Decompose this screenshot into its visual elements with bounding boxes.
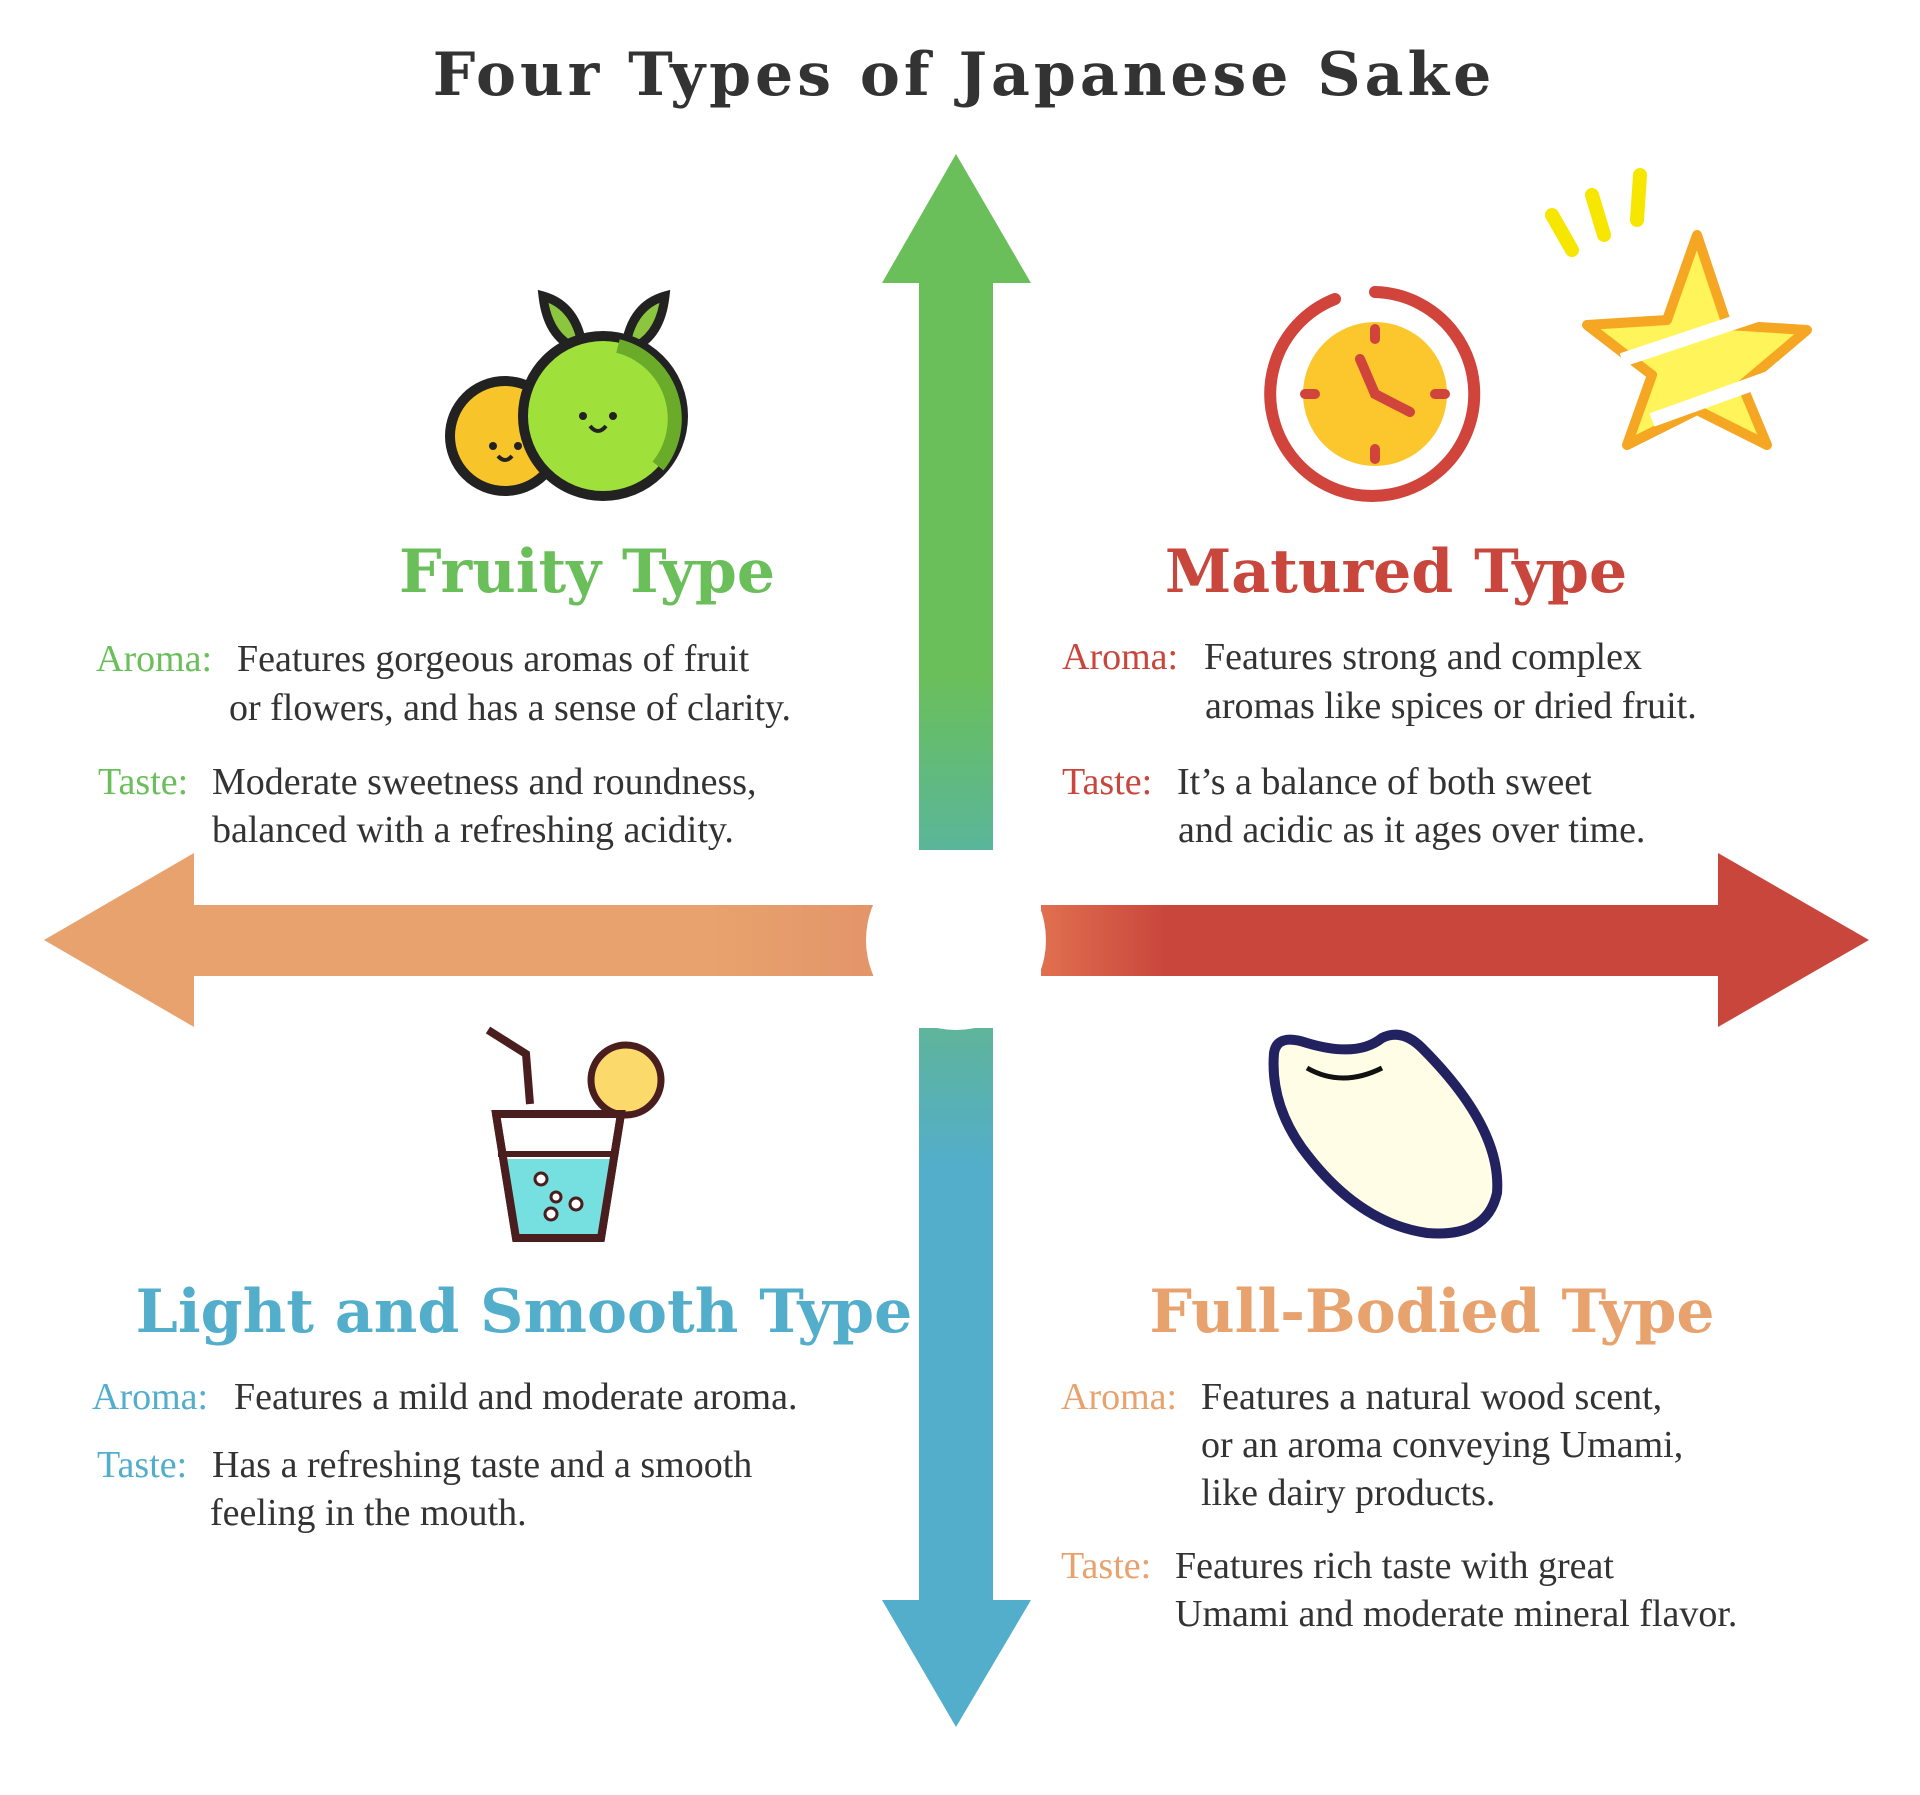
light-heading: Light and Smooth Type <box>135 1277 913 1347</box>
light-taste-label: Taste: <box>97 1444 188 1486</box>
full-heading: Full-Bodied Type <box>1149 1277 1715 1347</box>
fruity-aroma-line: or flowers, and has a sense of clarity. <box>229 687 792 729</box>
full-aroma-line: Features a natural wood scent, <box>1201 1376 1663 1418</box>
fruity-aroma-label: Aroma: <box>96 638 213 680</box>
arrow-down <box>882 1028 1031 1727</box>
fruity-taste-line: balanced with a refreshing acidity. <box>212 809 734 851</box>
light-taste-line: Has a refreshing taste and a smooth <box>212 1444 753 1486</box>
full-taste-line: Umami and moderate mineral flavor. <box>1175 1593 1738 1635</box>
arrow-left <box>44 853 874 1027</box>
arrow-up <box>882 154 1031 850</box>
light-aroma-line: Features a mild and moderate aroma. <box>234 1376 798 1418</box>
matured-heading: Matured Type <box>1164 537 1628 607</box>
light-aroma-label: Aroma: <box>92 1376 209 1418</box>
rice-grain-icon <box>1268 1029 1503 1239</box>
page-title: Four Types of Japanese Sake <box>432 40 1496 110</box>
matured-taste-label: Taste: <box>1062 761 1153 803</box>
matured-taste-line: and acidic as it ages over time. <box>1178 809 1646 851</box>
fruity-aroma-line: Features gorgeous aromas of fruit <box>237 638 750 680</box>
light-taste-line: feeling in the mouth. <box>210 1492 527 1534</box>
matured-aroma-label: Aroma: <box>1062 636 1179 678</box>
fruity-heading: Fruity Type <box>398 537 776 607</box>
full-taste-label: Taste: <box>1061 1545 1152 1587</box>
matured-aroma-line: aromas like spices or dried fruit. <box>1205 685 1697 727</box>
matured-aroma-line: Features strong and complex <box>1204 636 1642 678</box>
full-aroma-line: or an aroma conveying Umami, <box>1201 1424 1684 1466</box>
full-taste-line: Features rich taste with great <box>1175 1545 1614 1587</box>
matured-taste-line: It’s a balance of both sweet <box>1177 761 1592 803</box>
drink-icon <box>485 1026 665 1242</box>
star-icon <box>1545 168 1812 450</box>
fruity-taste-line: Moderate sweetness and roundness, <box>212 761 757 803</box>
center-gap <box>866 850 1046 1030</box>
clock-icon <box>1264 286 1481 502</box>
fruity-taste-label: Taste: <box>98 761 189 803</box>
fruit-icon <box>445 289 688 501</box>
full-aroma-label: Aroma: <box>1061 1376 1178 1418</box>
arrow-right <box>1041 853 1869 1027</box>
full-aroma-line: like dairy products. <box>1201 1472 1496 1514</box>
